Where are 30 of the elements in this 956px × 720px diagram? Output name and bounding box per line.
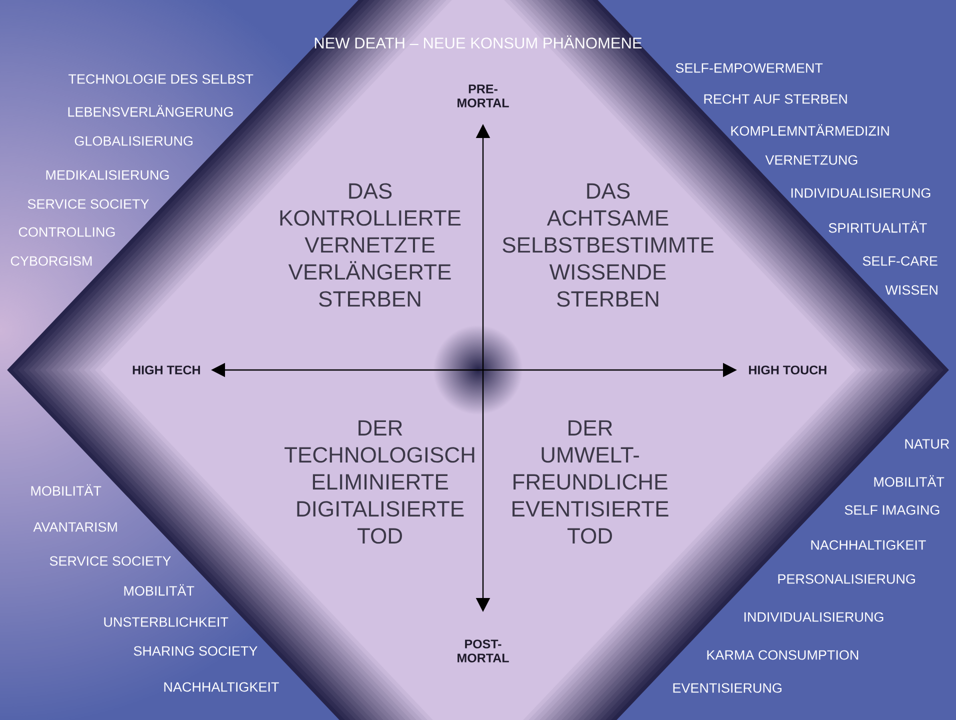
keyword-label: MOBILITÄT	[874, 475, 944, 487]
keyword-label: SPIRITUALITÄT	[828, 221, 927, 233]
keyword-label: SELF-CARE	[862, 256, 938, 266]
keyword-label: LEBENSVERLÄNGERUNG	[68, 105, 233, 117]
keyword-label: SERVICE SOCIETY	[28, 199, 149, 209]
keyword-label: SHARING SOCIETY	[134, 646, 258, 656]
keyword-label: SELF-EMPOWERMENT	[676, 63, 823, 73]
keyword-label: UNSTERBLICHKEIT	[104, 617, 228, 627]
keyword-label: INDIVIDUALISIERUNG	[791, 188, 930, 198]
keyword-label: MOBILITÄT	[31, 484, 102, 496]
keyword-label: TECHNOLOGIE DES SELBST	[68, 74, 254, 84]
keyword-label: KARMA CONSUMPTION	[707, 650, 858, 660]
keyword-label: SELF IMAGING	[844, 505, 940, 515]
keyword-label: WISSEN	[885, 285, 938, 295]
keyword-label: NATUR	[905, 439, 950, 449]
keyword-label: KOMPLEMNTÄRMEDIZIN	[731, 124, 889, 136]
keyword-label: EVENTISIERUNG	[673, 683, 782, 693]
keyword-label: CONTROLLING	[18, 227, 115, 237]
keyword-label: AVANTARISM	[33, 522, 117, 532]
keyword-label: INDIVIDUALISIERUNG	[744, 612, 884, 622]
keyword-label: RECHT AUF STERBEN	[704, 94, 847, 104]
keyword-label: PERSONALISIERUNG	[778, 574, 915, 584]
keyword-label: VERNETZUNG	[765, 155, 858, 165]
keyword-label: CYBORGISM	[10, 256, 92, 266]
keyword-label: NACHHALTIGKEIT	[811, 540, 926, 550]
keyword-label: SERVICE SOCIETY	[50, 556, 171, 566]
keyword-label: MEDIKALISIERUNG	[46, 170, 169, 180]
keyword-label: NACHHALTIGKEIT	[164, 682, 279, 692]
keyword-label: GLOBALISIERUNG	[74, 136, 192, 146]
keyword-label: MOBILITÄT	[124, 584, 194, 596]
